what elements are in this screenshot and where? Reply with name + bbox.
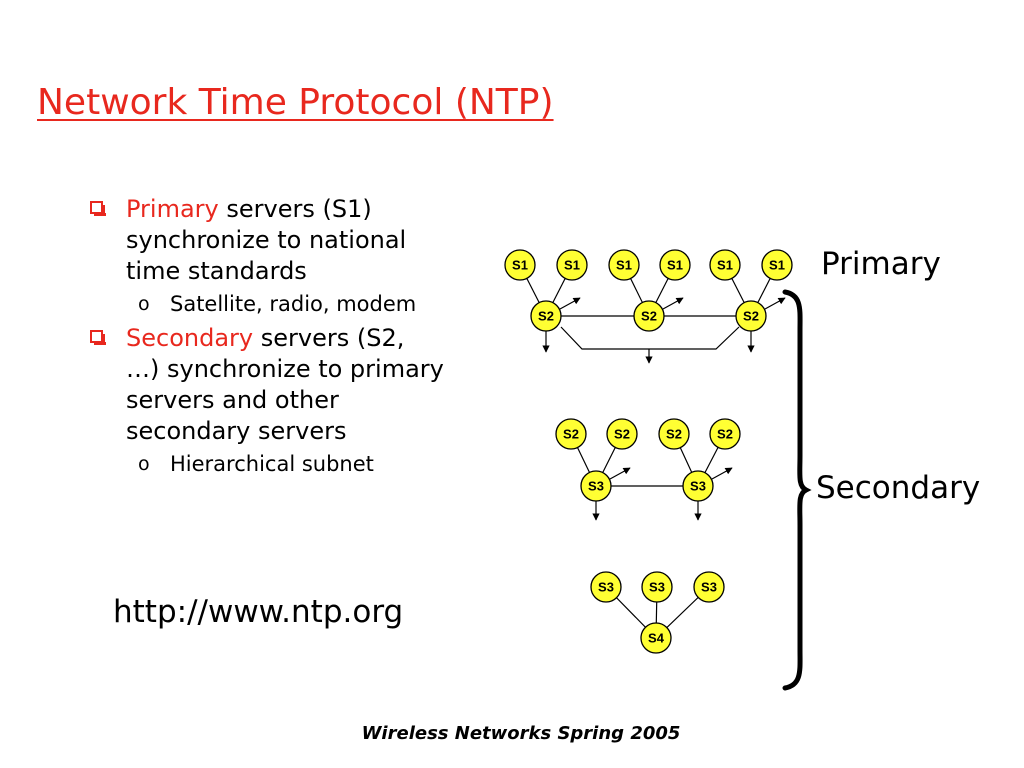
bullet-text-line: secondary servers [126,417,347,445]
svg-text:S3: S3 [588,479,604,494]
svg-text:S2: S2 [641,309,657,324]
svg-text:S1: S1 [667,258,683,273]
node-s1-2: S1 [556,249,588,281]
slide-footer: Wireless Networks Spring 2005 [0,723,1024,744]
svg-text:S3: S3 [598,580,614,595]
sub-bullet-text: Satellite, radio, modem [170,292,417,316]
svg-text:S2: S2 [743,309,759,324]
svg-text:S2: S2 [614,427,630,442]
node-s2-top-3: S2 [658,418,690,450]
bullet-text-line: time standards [126,257,307,285]
bullet-text-line: servers (S1) [218,195,372,223]
svg-text:S1: S1 [616,258,632,273]
svg-text:S4: S4 [648,631,665,646]
bullet-text-line: synchronize to national [126,226,407,254]
bullet-text-line: servers (S2, [253,324,405,352]
secondary-label: Secondary [816,470,981,506]
node-s2-top-2: S2 [606,418,638,450]
svg-text:S3: S3 [690,479,706,494]
node-s4: S4 [640,622,672,654]
primary-label: Primary [821,246,941,282]
svg-text:S2: S2 [666,427,682,442]
sub-bullet-marker: o [138,453,150,475]
svg-text:S1: S1 [564,258,580,273]
checkbox-bullet-icon [90,201,106,216]
node-s3-b: S3 [682,470,714,502]
node-s3-top-2: S3 [641,571,673,603]
sub-bullet-text: Hierarchical subnet [170,452,374,476]
bullet-list: Primary servers (S1) synchronize to nati… [90,194,510,483]
slide-title: Network Time Protocol (NTP) [37,82,554,123]
node-s2-top-1: S2 [555,418,587,450]
sub-bullet-hierarchical: o Hierarchical subnet [90,449,510,479]
node-s3-a: S3 [580,470,612,502]
node-s2-a: S2 [530,300,562,332]
bullet-primary: Primary servers (S1) synchronize to nati… [90,194,510,287]
secondary-brace [782,289,812,691]
node-s1-3: S1 [608,249,640,281]
svg-text:S3: S3 [701,580,717,595]
svg-text:S2: S2 [538,309,554,324]
bullet-text-line: …) synchronize to primary [126,355,444,383]
checkbox-bullet-icon [90,330,106,345]
svg-text:S2: S2 [563,427,579,442]
node-s3-top-3: S3 [693,571,725,603]
node-s3-top-1: S3 [590,571,622,603]
bullet-secondary: Secondary servers (S2, …) synchronize to… [90,323,510,447]
node-s2-top-4: S2 [709,418,741,450]
node-s1-1: S1 [504,249,536,281]
node-s1-4: S1 [659,249,691,281]
bullet-highlight: Primary [126,195,219,223]
svg-text:S1: S1 [717,258,733,273]
node-s1-6: S1 [761,249,793,281]
svg-text:S2: S2 [717,427,733,442]
node-s2-b: S2 [633,300,665,332]
node-s1-5: S1 [709,249,741,281]
svg-text:S1: S1 [769,258,785,273]
sub-bullet-marker: o [138,293,150,315]
svg-text:S3: S3 [649,580,665,595]
sub-bullet-satellite: o Satellite, radio, modem [90,289,510,319]
footer-text: Wireless Networks Spring 2005 [361,723,681,744]
bullet-text-line: servers and other [126,386,339,414]
svg-text:S1: S1 [512,258,528,273]
bullet-highlight: Secondary [126,324,254,352]
ntp-url-link[interactable]: http://www.ntp.org [113,594,404,630]
node-s2-c: S2 [735,300,767,332]
